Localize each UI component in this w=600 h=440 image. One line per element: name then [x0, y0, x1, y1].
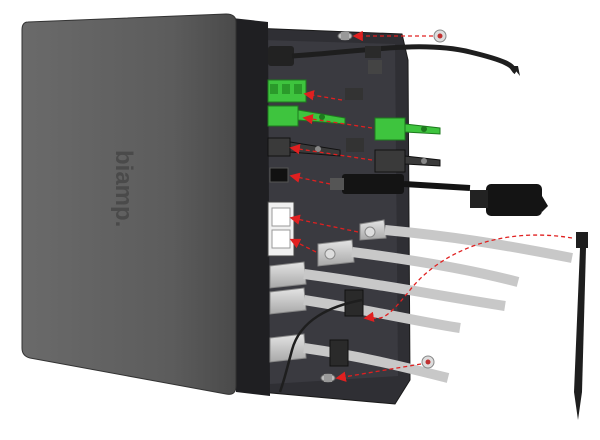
thin-cable — [278, 298, 363, 393]
ethernet-cable — [269, 287, 461, 333]
screw-icon — [421, 355, 435, 369]
red-dashed-arrow — [302, 114, 373, 129]
cable-clip — [346, 138, 364, 152]
cable-tie-icon — [574, 232, 588, 420]
power-cable — [268, 44, 520, 76]
brand-logo: biamp. — [110, 150, 137, 227]
red-dashed-arrow — [303, 90, 343, 101]
usb-cable — [330, 174, 548, 216]
red-dashed-arrow — [289, 214, 359, 233]
green-terminal-block — [267, 79, 307, 103]
screw-icon — [433, 29, 447, 43]
red-dashed-arrow — [363, 234, 573, 323]
screw-icon — [320, 373, 336, 383]
screw-icon — [337, 31, 353, 41]
red-dashed-arrow — [335, 363, 422, 382]
cable-tie-anchor — [329, 339, 349, 367]
ethernet-cable — [269, 333, 450, 383]
ethernet-cable — [269, 261, 506, 311]
device-front-panel — [21, 13, 237, 395]
black-terminal-plug — [374, 149, 441, 173]
ethernet-cable — [317, 239, 520, 287]
device-side — [232, 18, 270, 396]
green-terminal-plug — [374, 117, 441, 141]
ethernet-port-group — [267, 201, 295, 257]
usb-port — [269, 167, 289, 183]
cable-clip — [345, 88, 363, 100]
red-dashed-arrow — [289, 238, 317, 253]
cable-clip — [365, 46, 382, 74]
green-terminal-block — [267, 105, 346, 127]
ethernet-cable — [359, 219, 573, 263]
